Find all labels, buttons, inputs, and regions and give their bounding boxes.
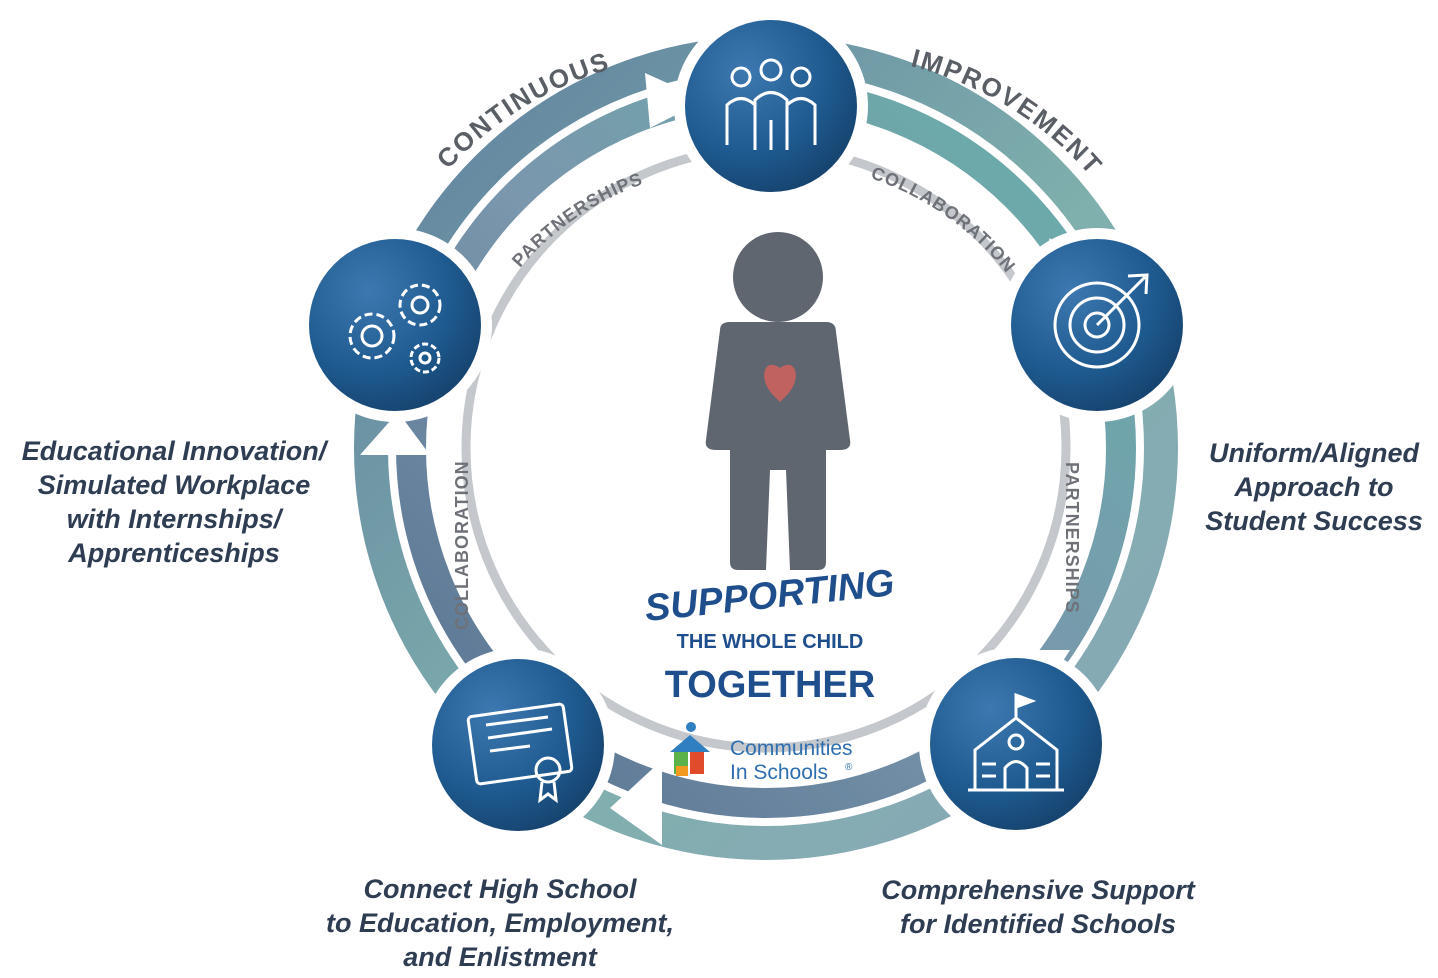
ring-word-improvement: IMPROVEMENT: [908, 43, 1108, 181]
headline-supporting: SUPPORTING: [643, 562, 897, 630]
node-diploma: [421, 648, 615, 842]
logo-line1: Communities: [730, 737, 853, 760]
headline-together: TOGETHER: [665, 664, 875, 706]
caption-connect-high-school: Connect High School to Education, Employ…: [325, 874, 675, 972]
people-icon: [725, 58, 817, 150]
node-school: [919, 647, 1113, 841]
ring-word-partnerships-right: PARTNERSHIPS: [1062, 462, 1082, 614]
caption-comprehensive-support: Comprehensive Support for Identified Sch…: [881, 875, 1195, 939]
heart-icon: [764, 364, 796, 402]
logo-line2: In Schools: [730, 761, 828, 784]
logo-registered-mark: ®: [845, 762, 853, 773]
target-icon: [1053, 273, 1149, 369]
diploma-icon: [466, 702, 574, 804]
gears-icon: [348, 283, 442, 374]
caption-educational-innovation: Educational Innovation/ Simulated Workpl…: [21, 436, 327, 568]
arrow-head: [360, 412, 430, 455]
ring-word-collaboration-left: COLLABORATION: [452, 460, 472, 630]
arrow-head: [610, 760, 662, 845]
node-people: [674, 9, 868, 203]
headline-whole-child: THE WHOLE CHILD: [677, 631, 864, 653]
child-figure: [705, 232, 851, 570]
node-target: [1000, 228, 1194, 422]
school-icon: [968, 692, 1064, 792]
communities-in-schools-logo: Communities In Schools ®: [670, 722, 853, 784]
caption-uniform-approach: Uniform/Aligned Approach to Student Succ…: [1205, 438, 1423, 536]
node-gears: [298, 228, 492, 422]
